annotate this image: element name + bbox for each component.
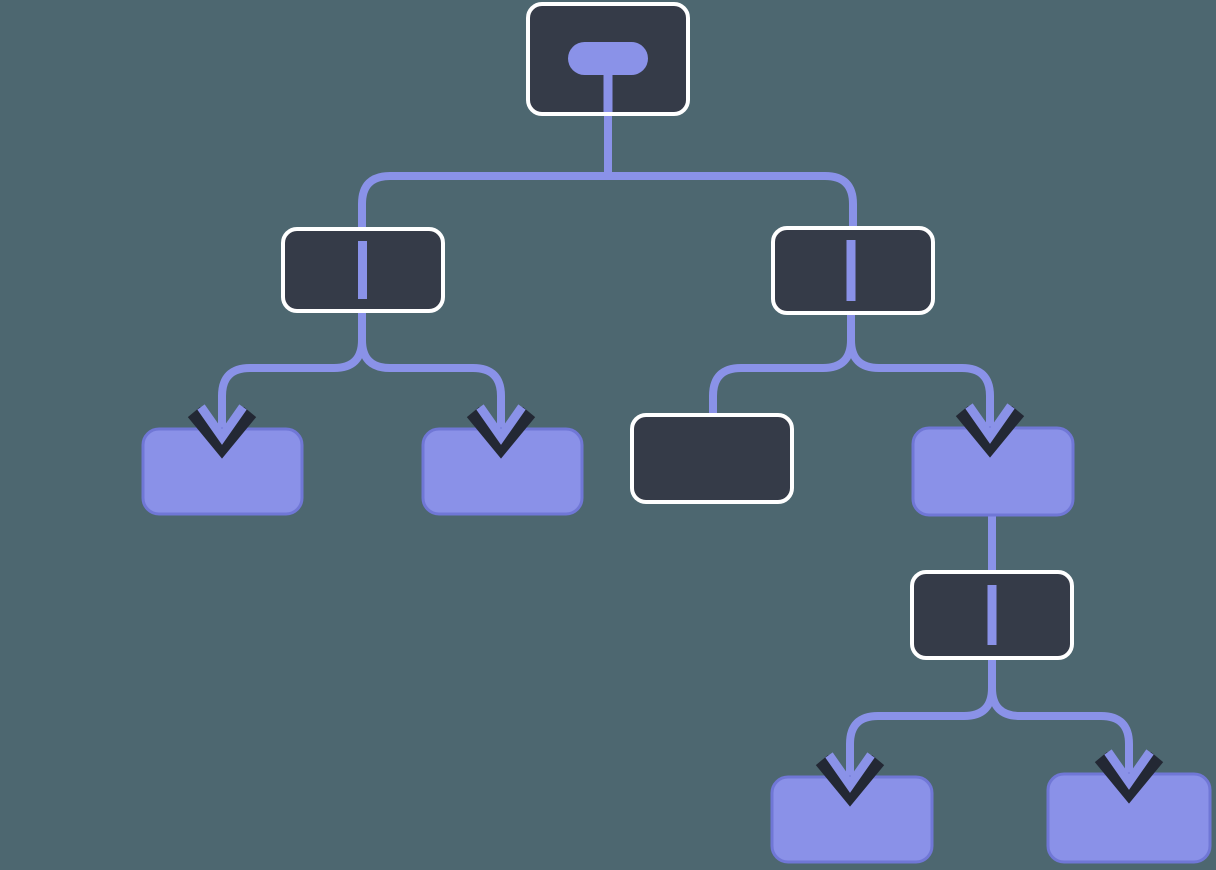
arrowheads [187, 403, 1164, 807]
root-pill-icon [568, 42, 648, 112]
node-branch-right[interactable] [771, 226, 935, 315]
node-branch-left[interactable] [281, 227, 445, 313]
double-chevron-arrow-icon [955, 403, 1025, 458]
node-leaf-right-dark[interactable] [630, 413, 794, 504]
chevron-shadow [815, 754, 885, 807]
root-pill-shape [568, 42, 648, 75]
double-chevron-arrow-icon [815, 752, 885, 807]
node-leaf-right-dark-box[interactable] [630, 413, 794, 504]
chevron-arrow [965, 403, 1015, 444]
connector-branchleft-to-leaf2 [358, 309, 505, 433]
connector-branchright-to-purpleleaf [847, 311, 994, 432]
chevron-shadow [955, 405, 1025, 458]
chevron-arrow [476, 404, 526, 445]
node-leaf-bottom-2-box[interactable] [1046, 772, 1212, 864]
double-chevron-arrow-icon [466, 404, 536, 459]
node-root[interactable] [526, 2, 690, 116]
connector-root-to-branches [358, 172, 857, 234]
connectors [218, 110, 1133, 781]
chevron-shadow [466, 406, 536, 459]
chevron-shadow [187, 406, 257, 459]
node-branch-bottom[interactable] [910, 570, 1074, 660]
chevron-shadow [1094, 751, 1164, 804]
node-leaf-bottom-2[interactable] [1046, 772, 1212, 864]
connector-branchbottom-to-leaf2 [988, 656, 1133, 778]
double-chevron-arrow-icon [1094, 749, 1164, 804]
double-chevron-arrow-icon [187, 404, 257, 459]
flow-through-line-icon [846, 240, 856, 301]
flow-through-line-icon [987, 585, 997, 645]
chevron-arrow [197, 404, 247, 445]
chevron-arrow [1104, 749, 1154, 790]
chevron-arrow [825, 752, 875, 793]
root-pill-stem [603, 70, 613, 112]
flow-through-line-icon [358, 241, 367, 299]
